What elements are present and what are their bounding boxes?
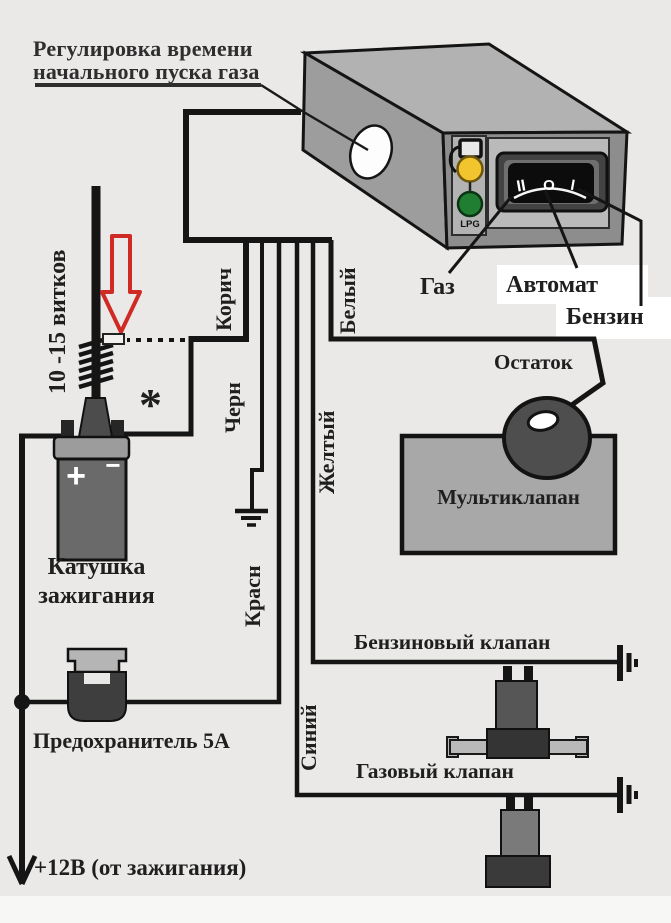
fuse (66, 647, 128, 722)
gas-valve-label: Газовый клапан (356, 759, 514, 783)
adjustment-hole (348, 124, 394, 180)
leader-auto (543, 189, 579, 269)
bottom-margin (0, 896, 671, 923)
coil-post-left (61, 420, 74, 437)
leader-gas (447, 196, 513, 274)
fuse-cap (66, 647, 128, 674)
gas-valve-coil (500, 809, 540, 858)
wire-label-yellow: Желтый (314, 410, 339, 494)
petrol-valve-pin (524, 666, 533, 683)
mode-label-petrol: Бензин (566, 304, 644, 330)
title-leader-line (260, 83, 369, 152)
mode-switch: II O I (495, 151, 609, 213)
ignition-coil-label-line1: Катушка (47, 554, 146, 580)
ground-symbol-black (235, 508, 268, 527)
yellow-led-icon (456, 155, 484, 183)
coil-tower (77, 397, 114, 438)
fuse-notch (84, 673, 110, 684)
coil-plus-mark: + (66, 457, 86, 495)
coil-post-right (111, 420, 124, 437)
switch-leaders (447, 187, 643, 306)
red-arrow-icon (100, 234, 142, 334)
petrol-valve-label: Бензиновый клапан (354, 630, 551, 654)
diagram-title-line2: начального пуска газа (33, 59, 260, 84)
level-sensor-label: Остаток (494, 350, 573, 374)
coil-minus-mark: − (105, 450, 120, 480)
multivalve-head (502, 396, 592, 480)
petrol-valve (446, 666, 589, 759)
gas-valve-pin (506, 793, 515, 811)
petrol-valve-coil (495, 680, 538, 733)
leader-petrol (577, 187, 643, 306)
wire-label-red: Красн (240, 565, 265, 627)
junction-dot (14, 694, 30, 710)
winding-lead-tab (102, 333, 125, 345)
gas-valve-block (485, 855, 551, 888)
control-unit-box: LPG II O I (299, 42, 633, 251)
power-label: +12В (от зажигания) (34, 855, 247, 880)
diagram-title-line1: Регулировка времени (33, 36, 253, 61)
rocker-arc (513, 187, 587, 200)
multivalve-label: Мультиклапан (437, 485, 580, 509)
power-arrow-icon (6, 854, 38, 886)
lpg-led-label: LPG (460, 219, 480, 230)
wire-label-black: Черн (220, 382, 245, 433)
wiring (6, 109, 618, 886)
gas-valve-pin (524, 793, 533, 811)
multivalve (399, 396, 618, 556)
harness-wire (183, 109, 332, 243)
yellow-wire (310, 240, 618, 665)
gas-valve (485, 793, 551, 888)
black-wire (250, 240, 264, 510)
mode-label-gas: Газ (420, 274, 455, 300)
fuse-label: Предохранитель 5А (33, 728, 230, 753)
green-led-icon (456, 190, 484, 218)
switch-pos-right: I (569, 177, 576, 194)
ignition-coil-label-line2: зажигания (38, 583, 155, 609)
wire-label-white: Белый (335, 267, 360, 334)
mode-label-auto: Автомат (506, 272, 599, 298)
coil-terminal-wire (115, 336, 194, 437)
wire-label-blue: Синий (296, 704, 321, 771)
ground-symbol-gas (617, 777, 638, 813)
fuse-body (67, 671, 127, 722)
white-wire (328, 240, 606, 419)
brown-wire (191, 240, 249, 342)
coil-body (56, 457, 128, 562)
asterisk-mark: * (139, 379, 162, 430)
petrol-valve-pin (503, 666, 512, 683)
switch-pos-left: II (515, 177, 527, 195)
petrol-valve-block (486, 728, 550, 759)
level-sensor-port (526, 410, 560, 432)
winding-turns-label: 10 -15 витков (45, 249, 71, 394)
ignition-coil: + − (52, 397, 131, 562)
label-patch-petrol (556, 297, 671, 339)
wire-label-brown: Корич (211, 267, 236, 331)
ground-symbol-petrol (617, 645, 638, 681)
